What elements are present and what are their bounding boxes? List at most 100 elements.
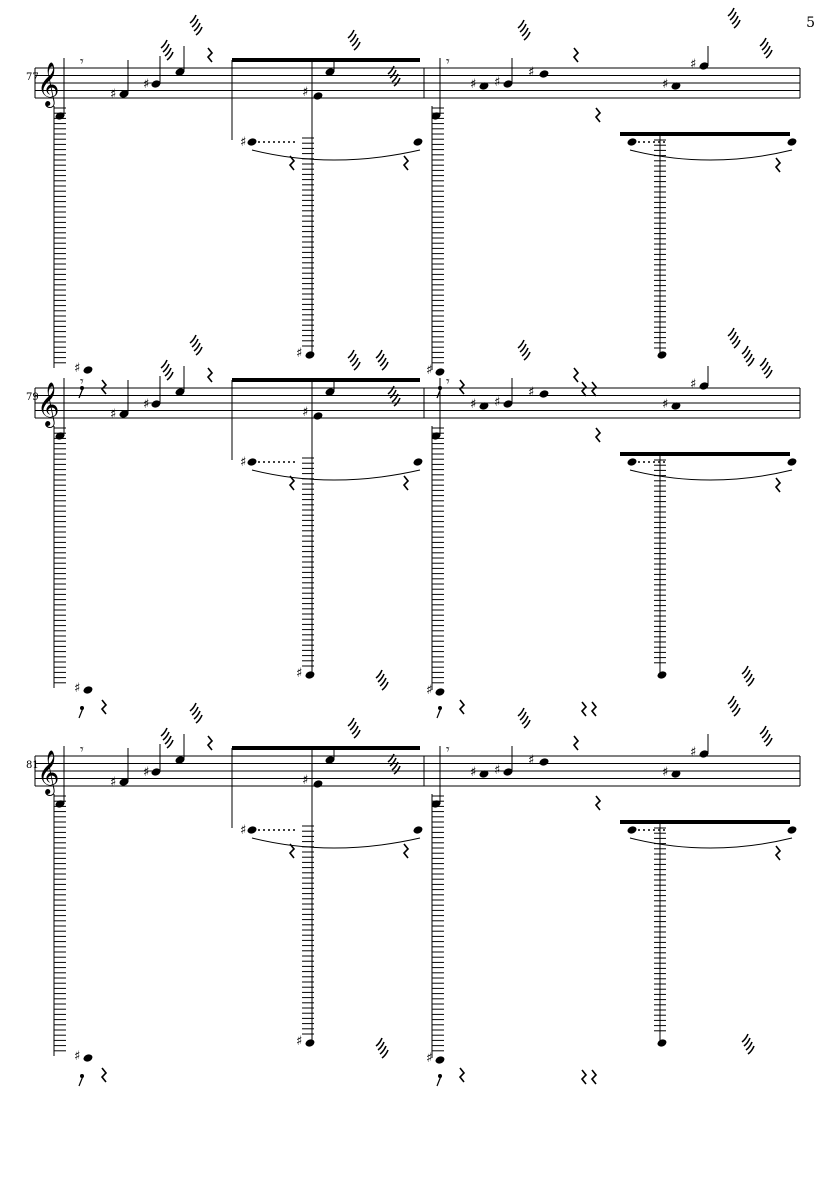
notehead xyxy=(657,1039,667,1047)
notehead xyxy=(151,80,161,88)
flag xyxy=(393,397,401,407)
flag xyxy=(375,349,383,359)
flag xyxy=(349,33,357,43)
flag xyxy=(733,707,741,717)
flag xyxy=(731,15,739,25)
flag xyxy=(521,715,529,725)
flag xyxy=(349,353,357,363)
notehead xyxy=(55,112,65,120)
notehead xyxy=(539,758,549,766)
notehead xyxy=(479,82,489,90)
notehead xyxy=(435,368,445,376)
flag xyxy=(763,733,771,743)
rest: 𝄾 xyxy=(80,742,84,758)
system: 77𝄞𝄾♯♯♯♯♯♯𝄾♯♯♯♯♯♯ xyxy=(26,7,801,399)
notehead xyxy=(313,780,323,788)
notehead xyxy=(435,688,445,696)
flag xyxy=(763,45,771,55)
flag xyxy=(191,18,199,28)
notehead xyxy=(503,80,513,88)
sharp-sign: ♯ xyxy=(528,753,534,768)
sharp-sign: ♯ xyxy=(690,377,696,392)
flag xyxy=(733,19,741,29)
sharp-sign: ♯ xyxy=(240,823,246,838)
quarter-rest xyxy=(402,475,410,491)
quarter-rest xyxy=(594,107,602,123)
flag xyxy=(733,339,741,349)
sharp-sign: ♯ xyxy=(662,765,668,780)
flag xyxy=(389,69,397,79)
quarter-rest xyxy=(572,47,580,63)
flag xyxy=(759,725,767,735)
flag xyxy=(743,1037,751,1047)
treble-clef: 𝄞 xyxy=(37,62,59,108)
flag xyxy=(377,673,385,683)
flag xyxy=(729,699,737,709)
flag xyxy=(193,22,201,32)
sharp-sign: ♯ xyxy=(143,765,149,780)
flag xyxy=(741,345,749,355)
sharp-sign: ♯ xyxy=(426,683,432,698)
notehead xyxy=(83,686,93,694)
flag xyxy=(379,677,387,687)
tie xyxy=(629,469,793,481)
flag xyxy=(761,361,769,371)
quarter-rest xyxy=(288,843,296,859)
notehead xyxy=(503,400,513,408)
notehead xyxy=(699,62,709,70)
notehead xyxy=(83,1054,93,1062)
sharp-sign: ♯ xyxy=(143,77,149,92)
flag xyxy=(729,11,737,21)
notehead xyxy=(787,826,797,834)
flag xyxy=(381,361,389,371)
sharp-sign: ♯ xyxy=(690,57,696,72)
notehead xyxy=(175,756,185,764)
flag xyxy=(765,737,773,747)
treble-clef: 𝄞 xyxy=(37,750,59,796)
notehead xyxy=(305,351,315,359)
flag xyxy=(393,765,401,775)
flag xyxy=(729,331,737,341)
tie xyxy=(629,149,793,161)
sharp-sign: ♯ xyxy=(662,77,668,92)
flag xyxy=(353,361,361,371)
flag xyxy=(164,735,172,745)
sharp-sign: ♯ xyxy=(110,775,116,790)
sharp-sign: ♯ xyxy=(143,397,149,412)
flag xyxy=(351,725,359,735)
flag xyxy=(375,669,383,679)
quarter-rest xyxy=(774,157,782,173)
rest: 𝄾 xyxy=(446,54,450,70)
flag xyxy=(347,717,355,727)
flag xyxy=(389,389,397,399)
sharp-sign: ♯ xyxy=(470,765,476,780)
flag xyxy=(353,729,361,739)
quarter-rest xyxy=(458,379,466,395)
flag xyxy=(377,1041,385,1051)
quarter-rest xyxy=(590,1069,598,1085)
flag xyxy=(193,710,201,720)
notehead xyxy=(247,138,257,146)
rest: 𝄾 xyxy=(446,742,450,758)
notehead xyxy=(119,778,129,786)
rest: 𝄾 xyxy=(446,374,450,390)
flag xyxy=(189,702,197,712)
sharp-sign: ♯ xyxy=(296,666,302,681)
notehead xyxy=(479,770,489,778)
flag xyxy=(741,665,749,675)
quarter-rest xyxy=(594,427,602,443)
flag xyxy=(517,707,525,717)
notehead xyxy=(413,826,423,834)
sharp-sign: ♯ xyxy=(110,407,116,422)
flag xyxy=(351,357,359,367)
tie xyxy=(251,149,421,161)
flag xyxy=(166,371,174,381)
flag xyxy=(523,31,531,41)
notehead xyxy=(627,826,637,834)
quarter-rest xyxy=(580,1069,588,1085)
notehead xyxy=(175,68,185,76)
sharp-sign: ♯ xyxy=(302,405,308,420)
quarter-rest xyxy=(100,699,108,715)
